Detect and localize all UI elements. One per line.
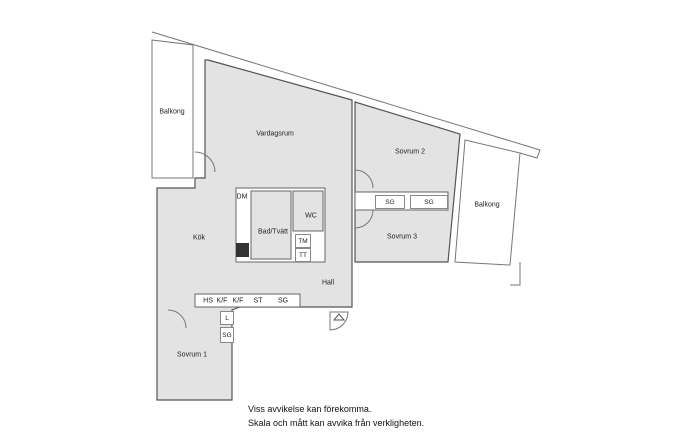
room-label-wc: WC [305,212,317,220]
entrance-arrow-icon [332,313,346,321]
disclaimer-line-1: Viss avvikelse kan förekomma. [248,404,372,414]
room-label-bad-tvatt: Bad/Tvätt [258,228,288,236]
wall-right [510,262,521,286]
room-label-kok: Kök [192,234,206,242]
appliance-tm: TM [295,234,311,248]
door-arc-sovrum3 [354,209,374,229]
balcony-left [151,39,194,179]
stove [236,243,249,257]
room-label-balkong-right: Balkong [474,201,500,209]
entrance-door [329,311,349,331]
closet-kf-1: K/F [216,297,228,305]
room-label-sovrum2: Sovrum 2 [395,148,425,156]
disclaimer-line-2: Skala och mått kan avvika från verklighe… [248,418,425,428]
appliance-dm: DM [236,193,248,201]
wc-floor [292,190,324,232]
bathroom-floor [250,190,292,260]
room-label-sovrum1: Sovrum 1 [177,351,207,359]
closet-kf-2: K/F [232,297,244,305]
door-arc-vardagsrum [194,151,216,173]
closet-sg-4: SG [220,327,234,343]
room-label-vardagsrum: Vardagsrum [256,130,294,138]
appliance-tt: TT [295,248,311,262]
door-arc-sovrum1 [167,309,187,329]
outer-wall [151,31,541,159]
closet-sg-2: SG [410,195,448,209]
room-label-hall: Hall [321,279,335,287]
closet-sg-1: SG [375,195,405,209]
closet-st: ST [253,297,263,305]
storage-row [194,293,301,308]
closet-l: L [220,311,234,325]
closet-sg-3: SG [277,297,289,305]
room-label-sovrum3: Sovrum 3 [387,233,417,241]
door-arc-sovrum2 [354,169,374,189]
room-label-balkong-left: Balkong [159,108,185,116]
closet-hs: HS [203,297,213,305]
balcony-right [454,139,521,266]
